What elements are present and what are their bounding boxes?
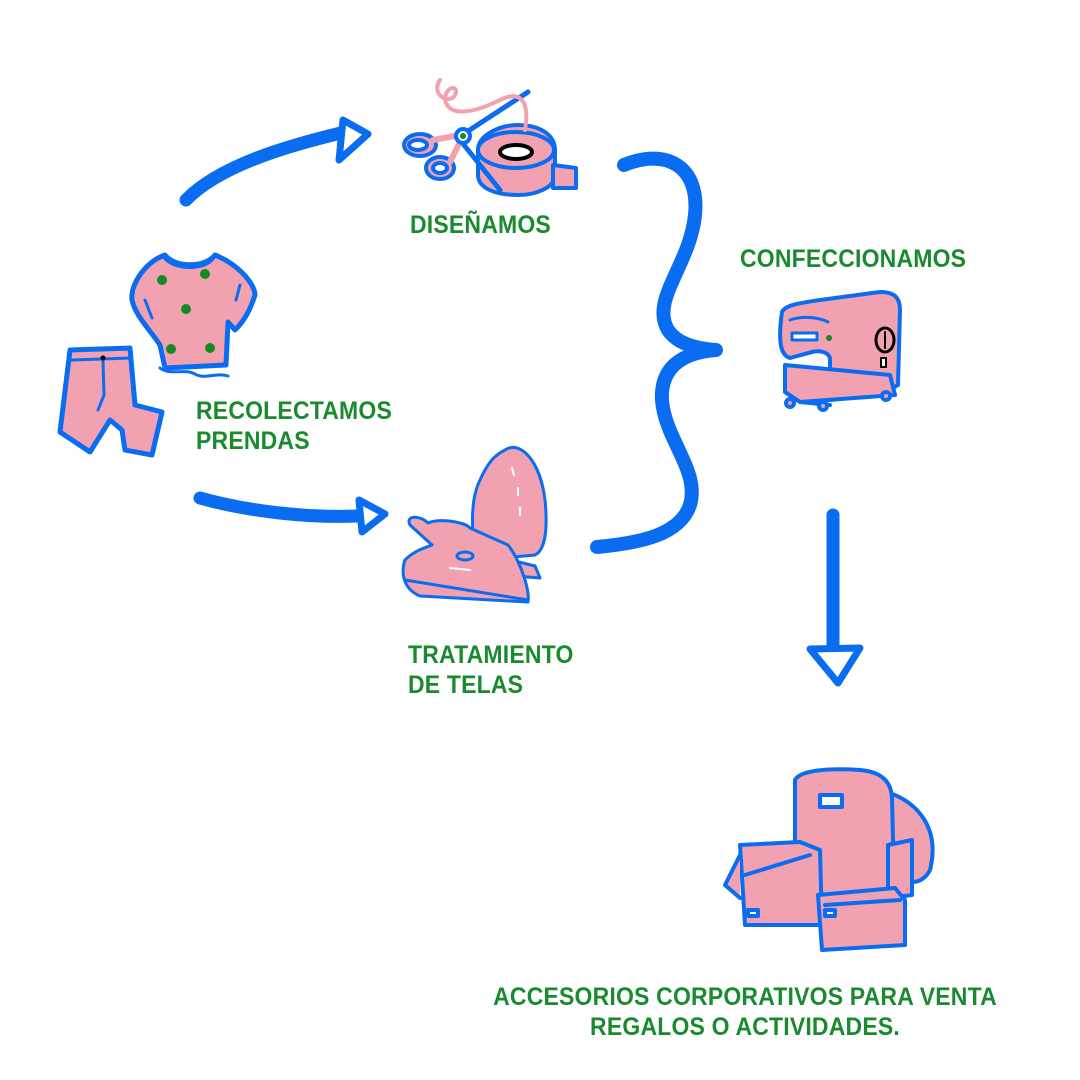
brace-to-confeccionamos [590,151,723,554]
step-accesorios-label: ACCESORIOS CORPORATIVOS PARA VENTA REGAL… [464,982,1025,1042]
label-line: ACCESORIOS CORPORATIVOS PARA VENTA [493,983,997,1011]
step-recolectamos-label: RECOLECTAMOS PRENDAS [196,396,392,456]
label-line: TRATAMIENTO [408,641,574,669]
arrow-to-accesorios [806,508,864,687]
step-disenamos-label: DISEÑAMOS [410,210,551,240]
label-line: RECOLECTAMOS [196,397,393,425]
label-line: CONFECCIONAMOS [740,245,967,273]
label-line: REGALOS O ACTIVIDADES. [590,1013,900,1041]
label-line: DISEÑAMOS [410,211,551,239]
label-line: DE TELAS [408,671,524,699]
arrow-to-disenamos [179,116,372,207]
arrow-to-tratamiento [193,491,389,536]
label-line: PRENDAS [196,427,310,455]
step-confeccionamos-label: CONFECCIONAMOS [740,244,966,274]
step-tratamiento-label: TRATAMIENTO DE TELAS [408,640,574,700]
